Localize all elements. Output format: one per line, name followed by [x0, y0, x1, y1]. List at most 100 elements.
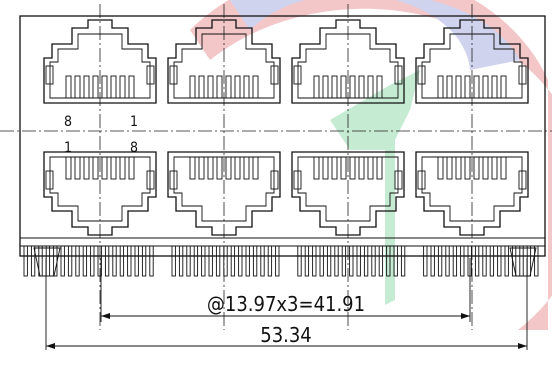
contact-pin [455, 75, 462, 99]
led-window-right [270, 65, 279, 85]
contact-pin [74, 156, 81, 180]
pcb-pin [341, 245, 347, 277]
pin-label-bottom-right: 8 [130, 140, 138, 156]
arrowhead-pitch-right [461, 313, 470, 319]
led-window-left [45, 170, 54, 190]
pcb-pin [149, 245, 154, 277]
pcb-pin [445, 245, 450, 277]
pcb-pin [378, 245, 384, 277]
port-outline [291, 151, 405, 236]
contact-pin [331, 156, 338, 180]
overall-width-label: 53.34 [260, 323, 312, 347]
rj45-port-top-4 [415, 19, 529, 104]
rj45-port-bottom-4 [415, 151, 529, 236]
pin-label-top-left: 8 [64, 114, 72, 130]
pcb-pin [141, 245, 147, 277]
pcb-pin [245, 245, 250, 277]
contact-pin [464, 156, 471, 180]
led-window-right [146, 65, 155, 85]
pcb-pin [312, 245, 317, 277]
company-logo-watermark [190, 0, 552, 330]
contact-pin [358, 75, 365, 99]
contact-pin [189, 75, 196, 99]
pcb-pin [45, 245, 51, 277]
led-window-left [417, 65, 426, 85]
contact-pin [464, 75, 471, 99]
contact-pin [500, 75, 507, 99]
port-inner-outline [421, 33, 523, 99]
pcb-pin [356, 245, 361, 277]
pcb-pin [349, 245, 354, 277]
pcb-pin [267, 245, 273, 277]
contact-pin [119, 156, 126, 180]
pcb-pin [482, 245, 487, 277]
pcb-pin [393, 245, 398, 277]
contact-pin [119, 75, 126, 99]
pcb-pin [82, 245, 88, 277]
contact-pin [491, 156, 498, 180]
contact-pin [473, 75, 480, 99]
arrowhead-overall-left [46, 343, 55, 349]
pcb-pin [193, 245, 199, 277]
pcb-pin [75, 245, 80, 277]
pcb-pin [430, 245, 435, 277]
pcb-pin [186, 245, 191, 277]
pcb-pin [497, 245, 502, 277]
led-window-left [169, 170, 178, 190]
led-window-right [146, 170, 155, 190]
port-inner-outline [173, 33, 275, 99]
contact-pin [83, 156, 90, 180]
port-outline [167, 151, 281, 236]
pin-label-top-right: 1 [130, 114, 138, 130]
port-outline [167, 19, 281, 104]
rj45-port-array [43, 19, 529, 236]
contact-pin [189, 156, 196, 180]
pitch-dimension-label: @13.97x3=41.91 [207, 292, 365, 316]
pcb-pin [297, 245, 302, 277]
pcb-pin [208, 245, 213, 277]
pcb-pin [112, 245, 117, 277]
contact-pin [92, 75, 99, 99]
pcb-pin [230, 245, 236, 277]
contact-pin [313, 75, 320, 99]
rj45-port-bottom-1 [43, 151, 157, 236]
port-inner-outline [49, 156, 151, 222]
contact-pin [101, 75, 108, 99]
port-outline [43, 19, 157, 104]
pcb-pin [178, 245, 184, 277]
pcb-pin [504, 245, 509, 277]
contact-pin [446, 75, 453, 99]
pcb-pin [67, 245, 73, 277]
pcb-pin [452, 245, 458, 277]
watermark-blue-arc [230, 0, 520, 70]
pcb-pin [437, 245, 443, 277]
contact-pin [331, 75, 338, 99]
contact-pin [128, 156, 135, 180]
pcb-pin [260, 245, 265, 277]
pcb-pin [252, 245, 258, 277]
contact-pin [243, 156, 250, 180]
contact-pin [65, 75, 72, 99]
contact-pin [482, 156, 489, 180]
contact-pin [74, 75, 81, 99]
contact-pin [349, 75, 356, 99]
pcb-pin [371, 245, 376, 277]
contact-pin [482, 75, 489, 99]
pcb-pin [474, 245, 480, 277]
pcb-pin [334, 245, 339, 277]
contact-pin [376, 156, 383, 180]
dimension-lines: @13.97x3=41.91 53.34 [45, 258, 528, 350]
contact-pin [446, 156, 453, 180]
pin-labels: 8 1 1 8 [64, 114, 138, 156]
contact-pin [83, 75, 90, 99]
contact-pin [65, 156, 72, 180]
contact-pin [234, 156, 241, 180]
port-inner-outline [297, 33, 399, 99]
contact-pin [234, 75, 241, 99]
port-inner-outline [297, 156, 399, 222]
contact-pin [243, 75, 250, 99]
led-window-right [394, 65, 403, 85]
watermark-red-arc [190, 0, 552, 330]
pcb-pin [215, 245, 221, 277]
contact-pin [216, 75, 223, 99]
